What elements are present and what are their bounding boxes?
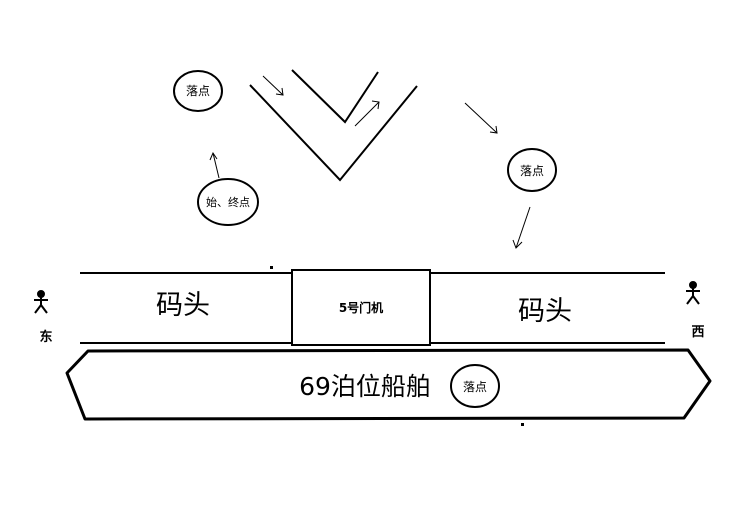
landing-point-marker-right: 落点 xyxy=(507,148,557,192)
west-label: 西 xyxy=(691,325,704,340)
arrow-icon xyxy=(464,102,498,134)
arrow-icon xyxy=(262,75,284,96)
landing-point-marker-left: 落点 xyxy=(173,70,223,112)
ship-label: 69泊位船舶 xyxy=(299,372,431,401)
start-end-point-marker: 始、终点 xyxy=(197,178,259,226)
wharf-label-left: 码头 xyxy=(156,290,210,321)
arrow-icon xyxy=(512,206,531,249)
start-end-point-label: 始、终点 xyxy=(206,195,250,209)
arrow-icon xyxy=(354,100,380,127)
stick-figure-icon xyxy=(686,281,700,305)
arrow-icon xyxy=(209,151,220,179)
landing-point-marker-ship: 落点 xyxy=(450,364,500,408)
crane-box: 5号门机 xyxy=(291,269,431,346)
wharf-label-right: 码头 xyxy=(518,296,572,327)
mark-dot xyxy=(270,266,273,269)
landing-point-label: 落点 xyxy=(463,380,487,394)
ship-hull: 69泊位船舶 xyxy=(65,348,712,421)
east-label: 东 xyxy=(39,329,52,345)
path-direction-arrows xyxy=(209,75,531,249)
mark-dot xyxy=(521,423,524,426)
crane-label: 5号门机 xyxy=(339,300,383,315)
v-path xyxy=(249,69,418,182)
landing-point-label: 落点 xyxy=(520,164,544,178)
landing-point-label: 落点 xyxy=(186,84,210,98)
stick-figure-icon xyxy=(34,290,48,314)
